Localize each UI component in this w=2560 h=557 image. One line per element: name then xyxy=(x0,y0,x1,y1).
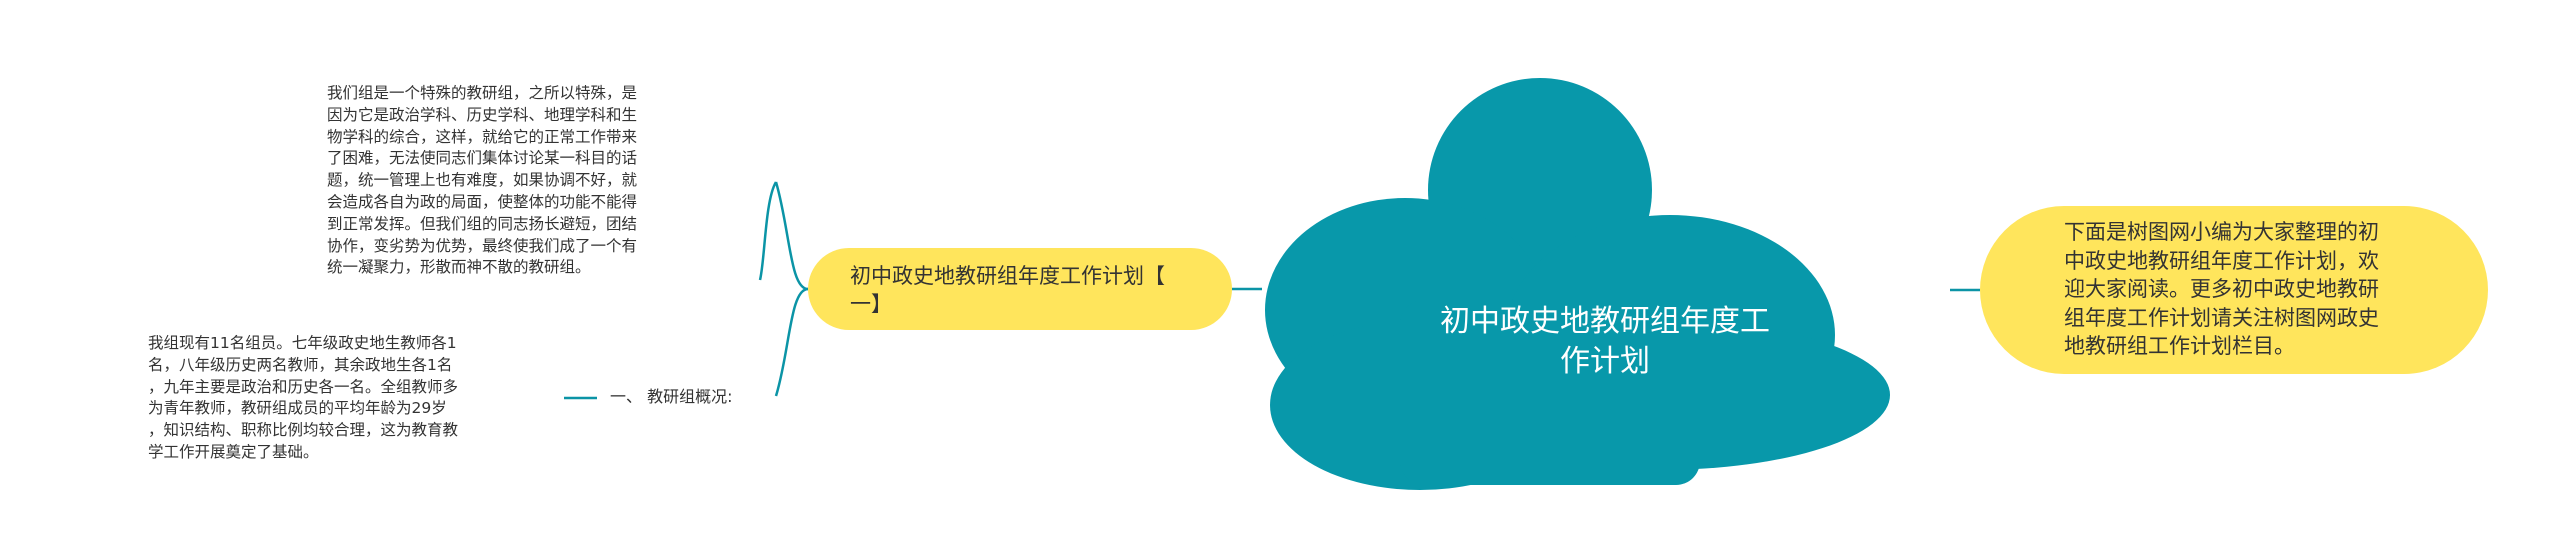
branch-node-line: 地教研组工作计划栏目。 xyxy=(2064,334,2295,358)
branch-node-line: 下面是树图网小编为大家整理的初 xyxy=(2064,220,2379,244)
connector-top-text xyxy=(758,181,778,281)
central-topic: 初中政史地教研组年度工 作计划 xyxy=(1415,302,1795,382)
branch-node-line: 组年度工作计划请关注树图网政史 xyxy=(2064,305,2379,330)
connector-left-node-to-overview xyxy=(774,287,809,397)
central-topic-line: 初中政史地教研组年度工 xyxy=(1440,304,1770,339)
branch-node-line: 初中政史地教研组年度工作计划【 xyxy=(850,264,1165,288)
leaf-label-group-overview: 一、 教研组概况: xyxy=(610,387,733,406)
leaf-text-group-description: 我们组是一个特殊的教研组，之所以特殊，是 因为它是政治学科、历史学科、地理学科和… xyxy=(327,84,638,277)
central-topic-line: 作计划 xyxy=(1560,344,1650,379)
branch-node-intro[interactable]: 下面是树图网小编为大家整理的初 中政史地教研组年度工作计划，欢 迎大家阅读。更多… xyxy=(1980,206,2488,374)
branch-node-annual-plan-1[interactable]: 初中政史地教研组年度工作计划【 一】 xyxy=(808,248,1232,330)
branch-node-line: 一】 xyxy=(850,292,892,316)
branch-node-line: 中政史地教研组年度工作计划，欢 xyxy=(2064,248,2379,273)
leaf-text-group-members: 我组现有11名组员。七年级政史地生教师各1 名，八年级历史两名教师，其余政地生各… xyxy=(148,334,459,461)
connector-left-node-branch xyxy=(774,181,809,291)
branch-node-line: 迎大家阅读。更多初中政史地教研 xyxy=(2064,277,2379,301)
